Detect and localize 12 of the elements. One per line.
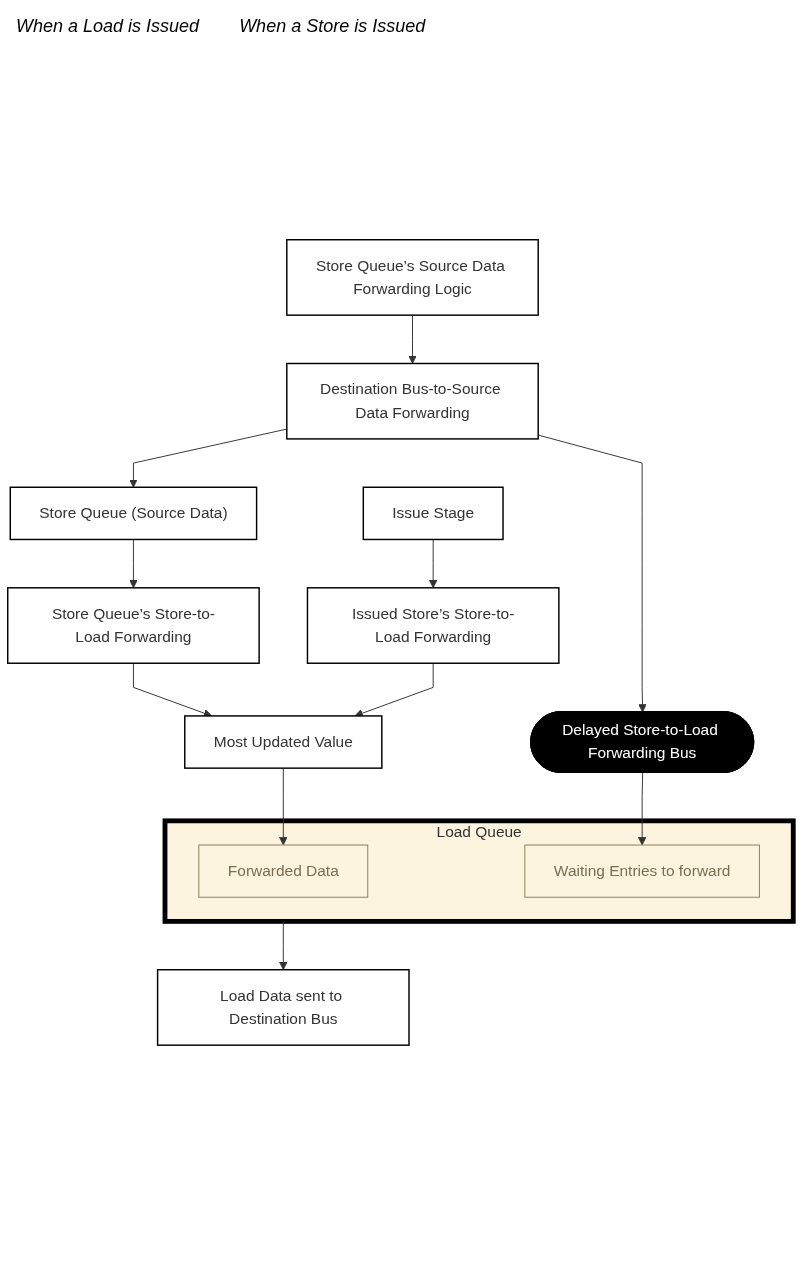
node-box: Forwarded Data — [198, 844, 369, 898]
node-box: Issue Stage — [362, 486, 504, 541]
node-box: Store Queue’s Source Data Forwarding Logic — [286, 239, 539, 316]
node-box: Store Queue’s Store-to-Load Forwarding — [7, 587, 260, 664]
node-box: Most Updated Value — [184, 715, 383, 769]
node-box: Waiting Entries to forward — [524, 844, 760, 898]
node-box: Load Data sent to Destination Bus — [156, 969, 410, 1046]
note-text: When a Load is Issued — [16, 16, 200, 37]
node-box: Destination Bus-to-Source Data Forwarding — [286, 362, 539, 440]
node-box: Store Queue (Source Data) — [9, 486, 258, 541]
note-text: When a Store is Issued — [239, 16, 426, 37]
node-box: Issued Store’s Store-to-Load Forwarding — [306, 587, 560, 664]
